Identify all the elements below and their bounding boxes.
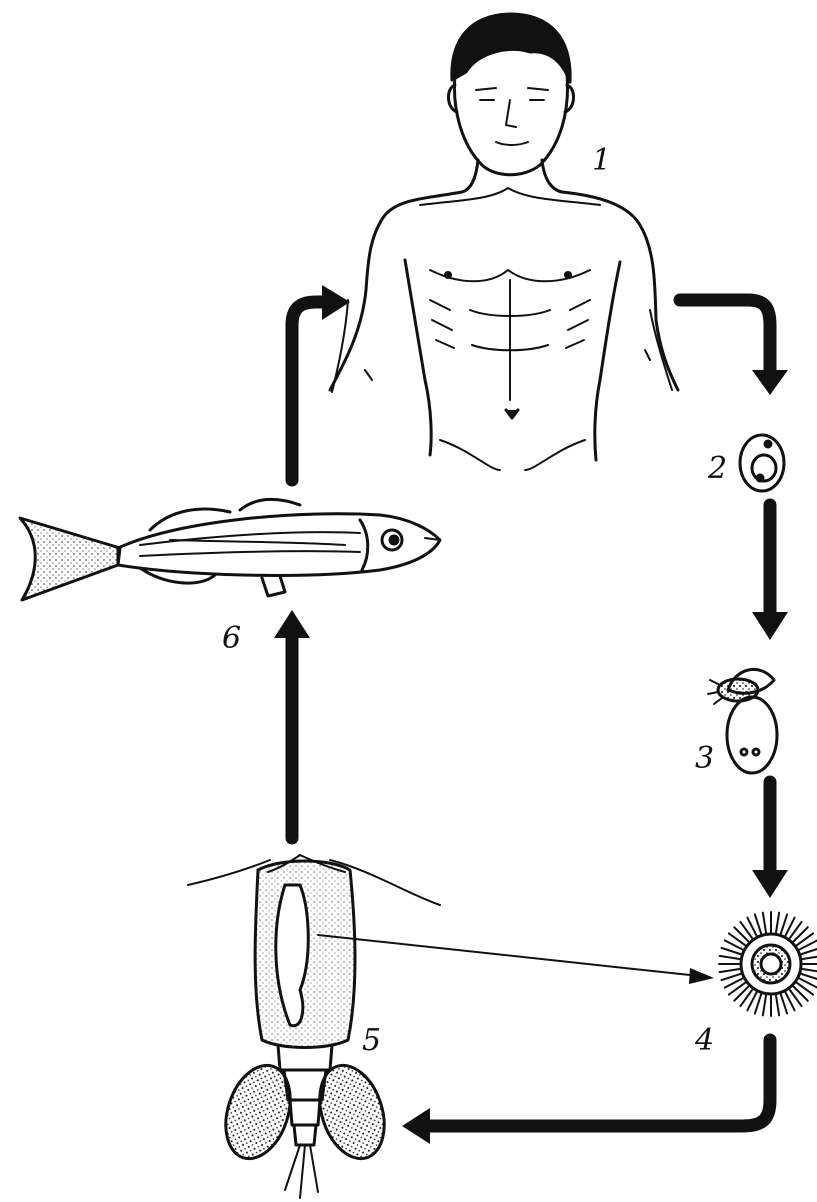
cilium-ray — [755, 994, 761, 1013]
cilium-ray — [803, 969, 817, 972]
arrow-5-to-6 — [274, 610, 310, 838]
fish-drawing — [20, 499, 440, 600]
cilium-ray — [803, 956, 817, 959]
arrow-3-to-4 — [752, 782, 788, 898]
cilium-ray — [720, 956, 740, 959]
cilium-ray — [776, 913, 779, 933]
arrow-6-to-1 — [292, 285, 350, 480]
arrow-coracidium-to-copepod — [318, 935, 714, 984]
cilium-ray — [722, 974, 741, 980]
stage-label-1: 1 — [592, 143, 611, 178]
cilium-ray — [781, 994, 787, 1013]
arrow-1-to-2 — [680, 300, 788, 395]
human-host-figure — [330, 14, 678, 470]
stage-label-4: 4 — [694, 1023, 714, 1058]
cilium-ray — [720, 969, 740, 972]
cilium-ray — [801, 974, 817, 980]
egg-drawing — [740, 435, 784, 491]
cilium-ray — [763, 913, 766, 933]
cilium-ray — [763, 996, 766, 1016]
arrow-4-to-5 — [402, 1040, 770, 1144]
copepod-drawing — [188, 855, 440, 1198]
stage-label-3: 3 — [695, 741, 714, 776]
arrow-2-to-3 — [752, 505, 788, 640]
cilium-ray — [801, 948, 817, 954]
stage-label-6: 6 — [222, 621, 241, 656]
stage-label-5: 5 — [362, 1023, 381, 1058]
stage-label-2: 2 — [707, 451, 727, 486]
hatching-egg-drawing — [708, 669, 777, 773]
coracidium-drawing — [719, 912, 817, 1016]
cilium-ray — [755, 915, 761, 934]
cilium-ray — [722, 948, 741, 954]
cilium-ray — [776, 996, 779, 1016]
cilium-ray — [781, 915, 787, 934]
